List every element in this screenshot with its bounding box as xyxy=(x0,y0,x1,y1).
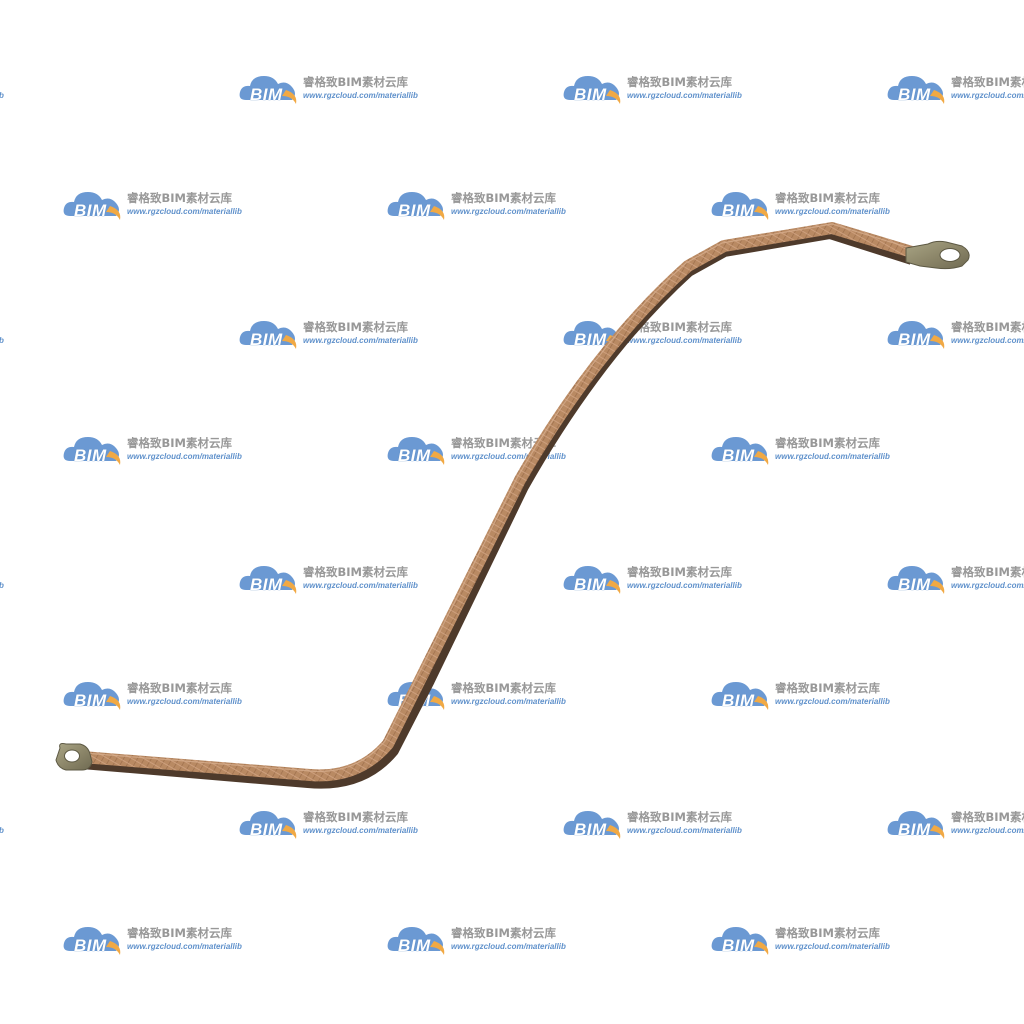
strap-edge-shadow xyxy=(81,225,915,789)
copper-strap xyxy=(81,222,915,789)
strap-braid xyxy=(81,222,914,782)
strap-highlight xyxy=(83,223,911,773)
ring-lug-left xyxy=(55,743,93,771)
ring-lug-right xyxy=(905,240,970,270)
